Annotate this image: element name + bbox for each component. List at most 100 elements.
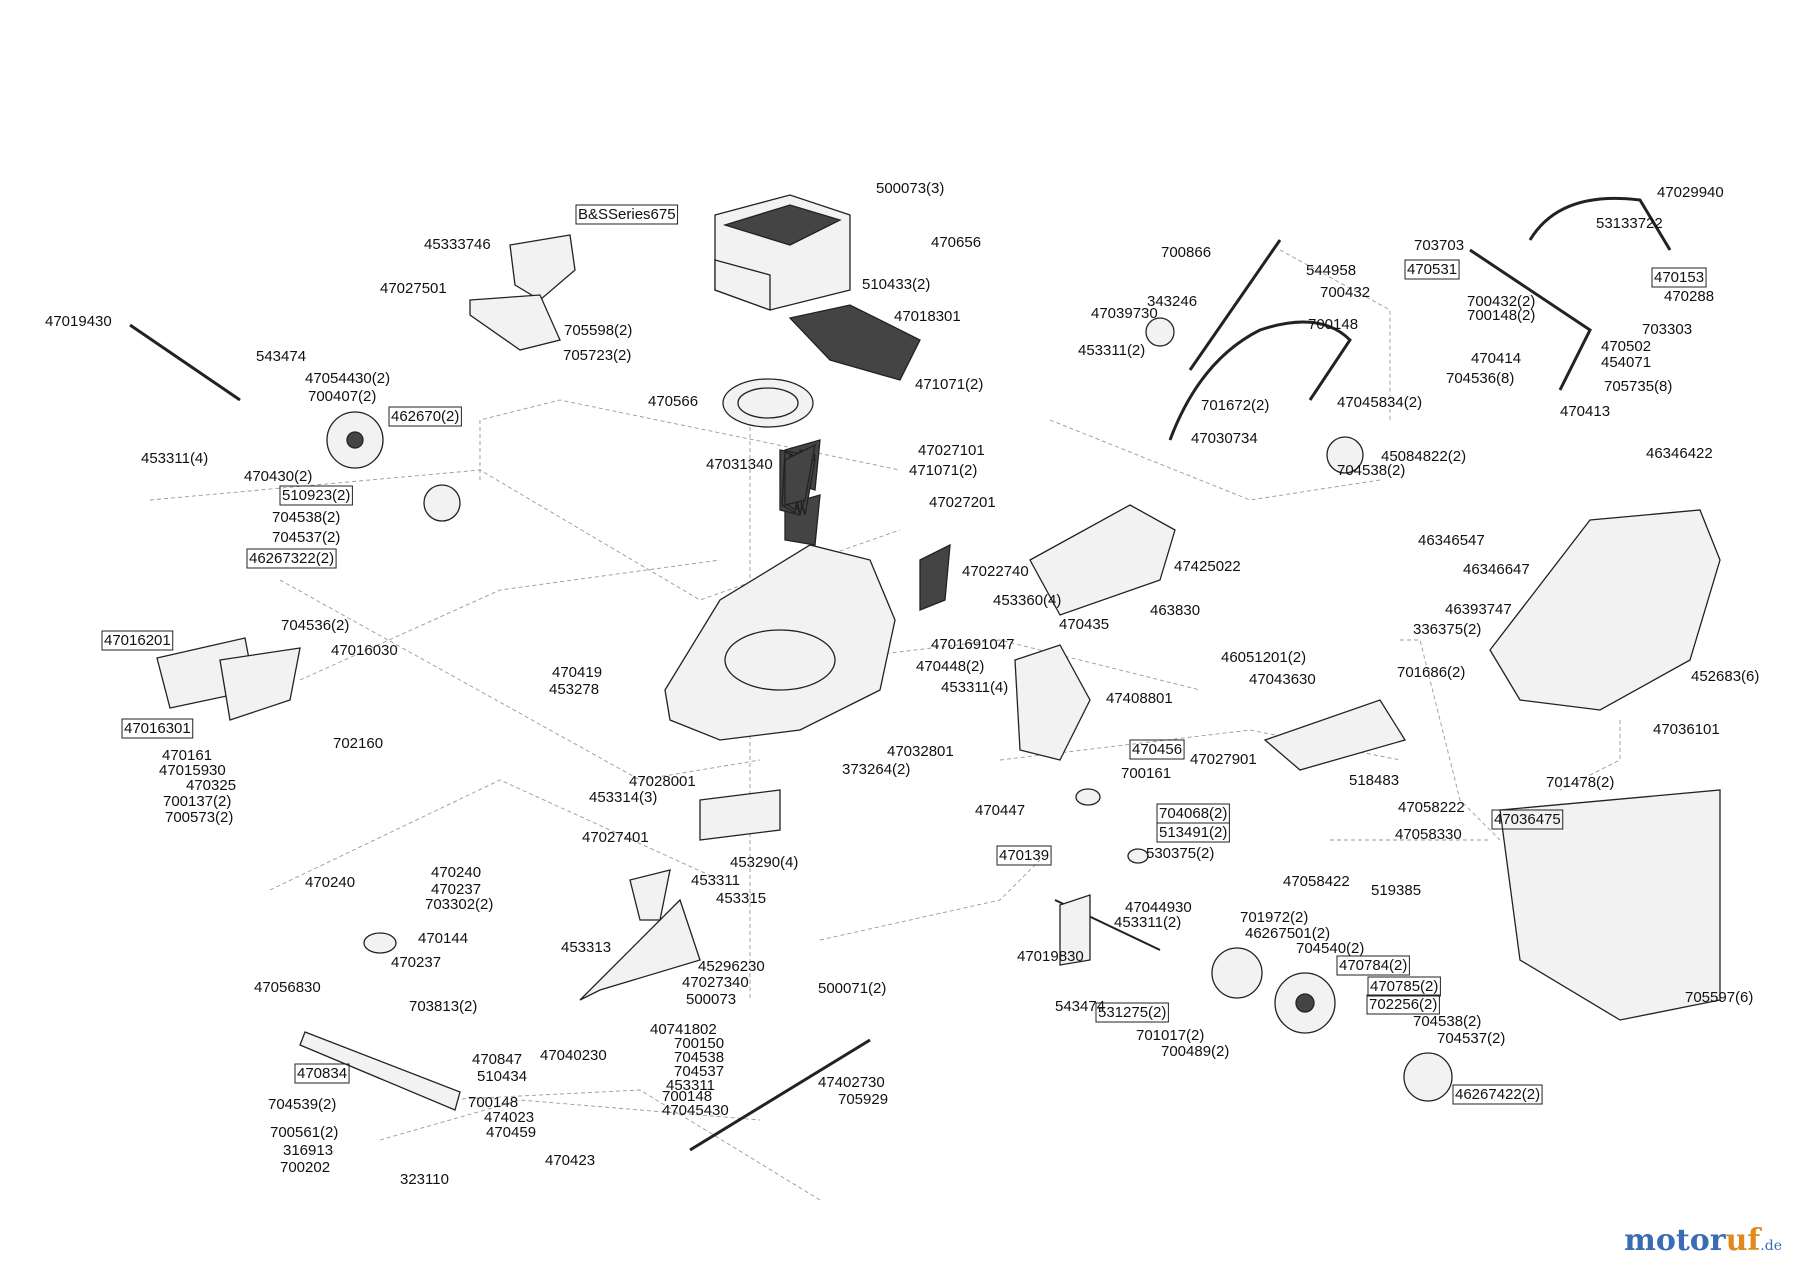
part-label: 704537 (674, 1063, 724, 1080)
part-label: 47027101 (918, 442, 985, 459)
part-label: 47030734 (1191, 430, 1258, 447)
part-label: 47019430 (45, 313, 112, 330)
part-label: 470847 (472, 1051, 522, 1068)
part-label: 701972(2) (1240, 909, 1308, 926)
part-label: 46393747 (1445, 601, 1512, 618)
part-label: 703703 (1414, 237, 1464, 254)
part-label: B&SSeries675 (578, 206, 676, 223)
part-label: 500073 (686, 991, 736, 1008)
part-label: 46267501(2) (1245, 925, 1330, 942)
part-label: 45084822(2) (1381, 448, 1466, 465)
part-label: 470784(2) (1339, 957, 1407, 974)
part-label: 470413 (1560, 403, 1610, 420)
part-label: 700161 (1121, 765, 1171, 782)
part-label: 701017(2) (1136, 1027, 1204, 1044)
part-label: 454071 (1601, 354, 1651, 371)
part-label: 470240 (431, 864, 481, 881)
part-label: 513491(2) (1159, 824, 1227, 841)
part-label: 704536(8) (1446, 370, 1514, 387)
part-label: 701672(2) (1201, 397, 1269, 414)
part-label-box (121, 718, 194, 739)
part-label: 500073(3) (876, 180, 944, 197)
cover-drawing (509, 234, 576, 301)
part-label: 470288 (1664, 288, 1714, 305)
part-label-box (1156, 822, 1230, 843)
blade-drawing (299, 1031, 461, 1111)
part-label: 700489(2) (1161, 1043, 1229, 1060)
part-label: 47408801 (1106, 690, 1173, 707)
part-label: 701478(2) (1546, 774, 1614, 791)
part-label: 700561(2) (270, 1124, 338, 1141)
part-label: 46267422(2) (1455, 1086, 1540, 1103)
part-label-box (388, 406, 462, 427)
part-label: 453290(4) (730, 854, 798, 871)
part-label: 47045834(2) (1337, 394, 1422, 411)
part-label: 704068(2) (1159, 805, 1227, 822)
handle-drawing (1188, 239, 1282, 371)
part-label: 470456 (1132, 741, 1182, 758)
part-label: 705929 (838, 1091, 888, 1108)
part-label: 46346647 (1463, 561, 1530, 578)
part-label: 471071(2) (909, 462, 977, 479)
part-label: 47058330 (1395, 826, 1462, 843)
part-label: 453311(4) (141, 450, 208, 467)
part-label: 47425022 (1174, 558, 1241, 575)
part-label: 704537(2) (272, 529, 340, 546)
part-label-box (575, 204, 679, 225)
part-label: 47018301 (894, 308, 961, 325)
part-label: 452683(6) (1691, 668, 1759, 685)
part-label: 470834 (297, 1065, 347, 1082)
part-label: 470531 (1407, 261, 1457, 278)
part-label: 47019830 (1017, 948, 1084, 965)
part-label: 700137(2) (163, 793, 231, 810)
part-label: 703813(2) (409, 998, 477, 1015)
part-label: 704536(2) (281, 617, 349, 634)
part-label: 47043630 (1249, 671, 1316, 688)
grass-bag-drawing (1499, 789, 1721, 1021)
part-label: 470447 (975, 802, 1025, 819)
part-label: 336375(2) (1413, 621, 1481, 638)
part-number-labels: B&SSeries675500073(3)4702994053133722453… (45, 180, 1759, 1188)
part-label: 47058222 (1398, 799, 1465, 816)
motoruf-logo: motoruf.de (1624, 1223, 1782, 1258)
part-label: 47027901 (1190, 751, 1257, 768)
part-label: 700432 (1320, 284, 1370, 301)
part-label: 704538 (674, 1049, 724, 1066)
part-label: 453313 (561, 939, 611, 956)
part-label: 700148 (468, 1094, 518, 1111)
part-label: 373264(2) (842, 761, 910, 778)
part-label: 462670(2) (391, 408, 459, 425)
part-label: 703302(2) (425, 896, 493, 913)
part-label: 343246 (1147, 293, 1197, 310)
part-label: 47044930 (1125, 899, 1192, 916)
part-label-box (1367, 976, 1441, 997)
part-label: 704539(2) (268, 1096, 336, 1113)
part-label: 705598(2) (564, 322, 632, 339)
wheel-rear-right (1274, 972, 1336, 1034)
part-label: 453311(2) (1114, 914, 1181, 931)
part-label: 45296230 (698, 958, 765, 975)
part-label: 705735(8) (1604, 378, 1672, 395)
part-label: 702256(2) (1369, 996, 1437, 1013)
part-label: 47058422 (1283, 873, 1350, 890)
part-label: 47039730 (1091, 305, 1158, 322)
part-label: 470325 (186, 777, 236, 794)
part-label: 704538(2) (1413, 1013, 1481, 1030)
part-label: 518483 (1349, 772, 1399, 789)
part-label: 704538(2) (1337, 462, 1405, 479)
part-label: 510923(2) (282, 487, 350, 504)
part-label: 323110 (400, 1171, 449, 1188)
part-label: 40741802 (650, 1021, 717, 1038)
part-label: 700150 (674, 1035, 724, 1052)
part-label: 47027340 (682, 974, 749, 991)
part-label: 46346547 (1418, 532, 1485, 549)
part-label-box (246, 548, 337, 569)
part-label: 530375(2) (1146, 845, 1214, 862)
part-label: 53133722 (1596, 215, 1663, 232)
part-label: 510434 (477, 1068, 527, 1085)
part-label-box (1404, 259, 1460, 280)
part-label: 544958 (1306, 262, 1356, 279)
part-label: 45333746 (424, 236, 491, 253)
part-label: 700202 (280, 1159, 330, 1176)
part-label-box (1651, 267, 1707, 288)
